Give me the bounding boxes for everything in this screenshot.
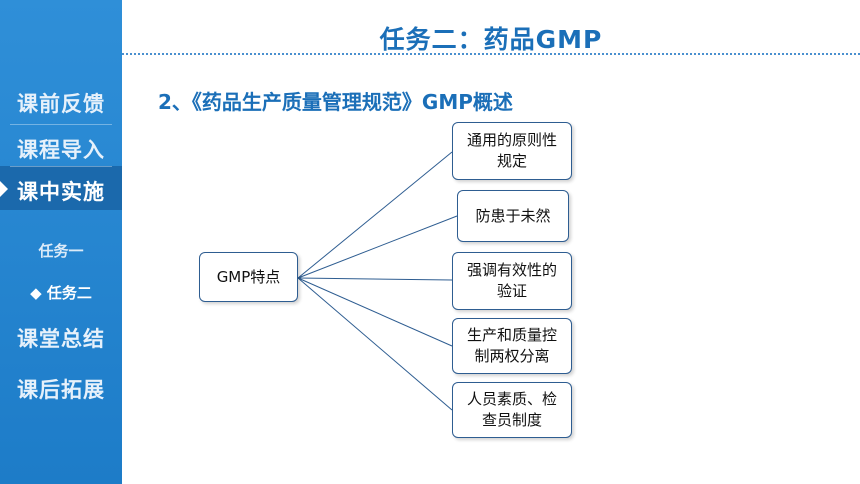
diagram-child-node: 人员素质、检 查员制度 [452, 382, 572, 438]
page-title: 任务二：药品GMP [379, 25, 603, 54]
active-nav-pointer [0, 181, 8, 197]
nav-item-course-intro[interactable]: 课程导入 [17, 138, 105, 162]
nav-divider [10, 166, 112, 167]
diagram-child-node: 生产和质量控 制两权分离 [452, 318, 572, 374]
diagram-child-node: 强调有效性的 验证 [452, 252, 572, 310]
diagram-child-node: 通用的原则性 规定 [452, 122, 572, 180]
nav-item-summary[interactable]: 课堂总结 [17, 327, 105, 351]
diagram-child-node: 防患于未然 [457, 190, 569, 242]
connector-3 [297, 277, 453, 281]
diagram-root-node: GMP特点 [199, 252, 298, 302]
connector-2 [297, 215, 458, 279]
sidebar: 课前反馈 课程导入 课中实施 任务一 ◆ 任务二 课堂总结 课后拓展 [0, 0, 122, 484]
nav-item-pre-class-feedback[interactable]: 课前反馈 [17, 92, 105, 116]
nav-item-in-class[interactable]: 课中实施 [17, 180, 105, 204]
connector-1 [297, 151, 453, 279]
active-nav-highlight [0, 166, 122, 210]
connector-5 [297, 277, 453, 411]
nav-subitem-task-one[interactable]: 任务一 [38, 242, 84, 260]
section-heading: 2、《药品生产质量管理规范》GMP概述 [158, 90, 513, 114]
nav-divider [10, 124, 112, 125]
connector-4 [297, 277, 453, 347]
title-divider [122, 53, 860, 55]
nav-item-extension[interactable]: 课后拓展 [17, 378, 105, 402]
nav-subitem-task-two[interactable]: ◆ 任务二 [30, 284, 92, 302]
